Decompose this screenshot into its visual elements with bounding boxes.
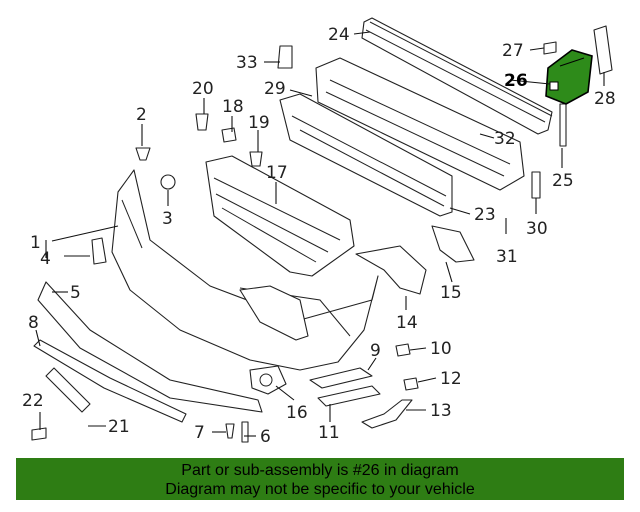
callout-24: 24 [328,25,350,45]
callout-11: 11 [318,423,340,443]
callout-5: 5 [70,283,81,303]
part-3-grommet[interactable] [160,174,176,190]
part-27-screw[interactable] [543,41,557,55]
callout-27: 27 [502,41,524,61]
part-20-screw[interactable] [195,113,209,131]
callout-7: 7 [194,423,205,443]
part-15-side-bracket[interactable] [355,245,427,295]
part-21-license-bracket[interactable] [45,367,91,413]
callout-15: 15 [440,283,462,303]
callout-21: 21 [108,417,130,437]
part-32-absorber[interactable] [315,57,525,191]
callout-4: 4 [40,249,51,269]
notice-line-2: Diagram may not be specific to your vehi… [165,481,475,498]
part-26-bracket-highlighted[interactable] [545,49,593,105]
callout-16: 16 [286,403,308,423]
part-18-clip[interactable] [221,127,237,143]
callout-2: 2 [136,105,147,125]
callout-23: 23 [474,205,496,225]
part-11-trim-strip[interactable] [317,385,381,407]
callout-19: 19 [248,113,270,133]
callout-33: 33 [236,53,258,73]
callout-13: 13 [430,401,452,421]
part-23-support-bracket[interactable] [279,93,453,217]
callout-22: 22 [22,391,44,411]
callout-18: 18 [222,97,244,117]
part-7-clip[interactable] [225,423,235,439]
callout-labels: 1 2 3 4 5 6 7 8 9 10 11 12 13 14 15 16 1… [22,25,616,447]
part-31-corner-bracket[interactable] [431,225,475,263]
part-2-clip[interactable] [135,147,151,161]
callout-31: 31 [496,247,518,267]
part-4-bracket[interactable] [91,237,107,265]
callout-10: 10 [430,339,452,359]
callout-32: 32 [494,129,516,149]
part-33-clip[interactable] [277,45,293,69]
part-30-bolt[interactable] [531,171,541,199]
callout-26: 26 [504,71,528,91]
notice-line-1: Part or sub-assembly is #26 in diagram [181,462,459,479]
callout-6: 6 [260,427,271,447]
callout-25: 25 [552,171,574,191]
part-8-lower-lip[interactable] [37,281,263,413]
part-24-reinforcement-bar[interactable] [361,17,553,135]
callout-28: 28 [594,89,616,109]
callout-20: 20 [192,79,214,99]
callout-8: 8 [28,313,39,333]
callout-9: 9 [370,341,381,361]
callout-30: 30 [526,219,548,239]
part-8-lower-trim-strip[interactable] [33,339,187,423]
callout-1: 1 [30,233,41,253]
part-19-clip[interactable] [249,151,263,167]
part-13-bracket[interactable] [361,399,413,429]
notice-banner: Part or sub-assembly is #26 in diagram D… [16,458,624,500]
part-6-screw[interactable] [241,421,249,443]
callout-3: 3 [162,209,173,229]
part-10-clip[interactable] [395,343,411,357]
part-14-lamp-housing[interactable] [239,285,309,341]
part-17-grille[interactable] [205,155,355,277]
callout-17: 17 [266,163,288,183]
part-25-bolt[interactable] [559,103,567,147]
callout-14: 14 [396,313,418,333]
leader-lines [35,31,605,437]
part-12-clip[interactable] [403,377,419,391]
callout-12: 12 [440,369,462,389]
bumper-parts-diagram: 1 2 3 4 5 6 7 8 9 10 11 12 13 14 15 16 1… [22,17,616,447]
part-9-trim-strip[interactable] [309,367,373,389]
callout-29: 29 [264,79,286,99]
part-22-screw[interactable] [31,427,47,441]
part-28-bracket[interactable] [593,25,613,75]
